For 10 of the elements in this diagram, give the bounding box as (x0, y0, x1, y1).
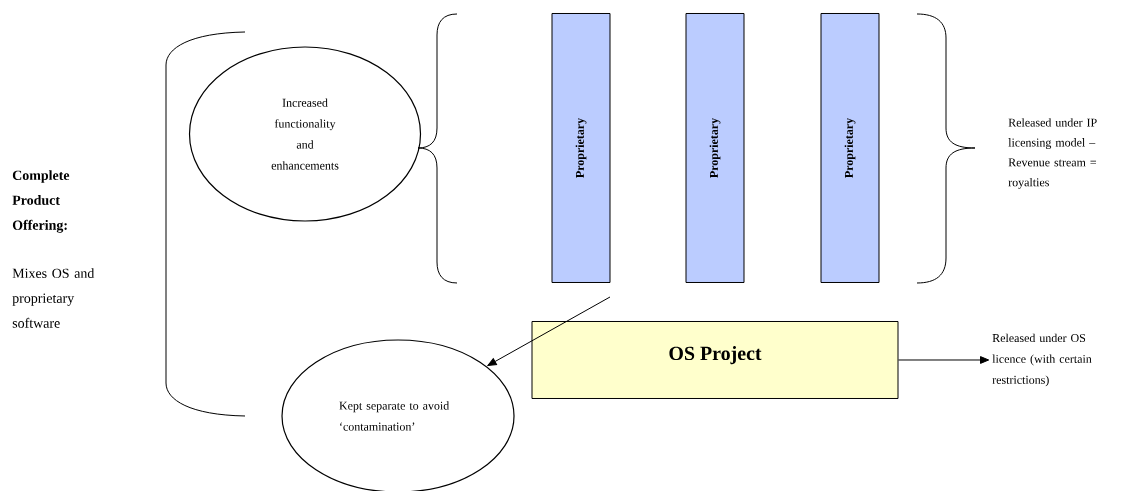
arrow (898, 356, 990, 364)
note-text: Released under OS licence (with certain restrictions) (992, 333, 1092, 387)
note-text: Released under IP licensing model – Revenue stream = royalties (1008, 118, 1097, 189)
vertical-bar: Proprietary (820, 13, 880, 283)
arrow (487, 296, 611, 367)
project-box: OS Project (531, 321, 899, 399)
vertical-bar: Proprietary (551, 13, 611, 283)
note-text: Complete Product Offering: (12, 170, 70, 233)
vertical-bar: Proprietary (685, 13, 745, 283)
note-text: Mixes OS and proprietary software (12, 268, 95, 328)
